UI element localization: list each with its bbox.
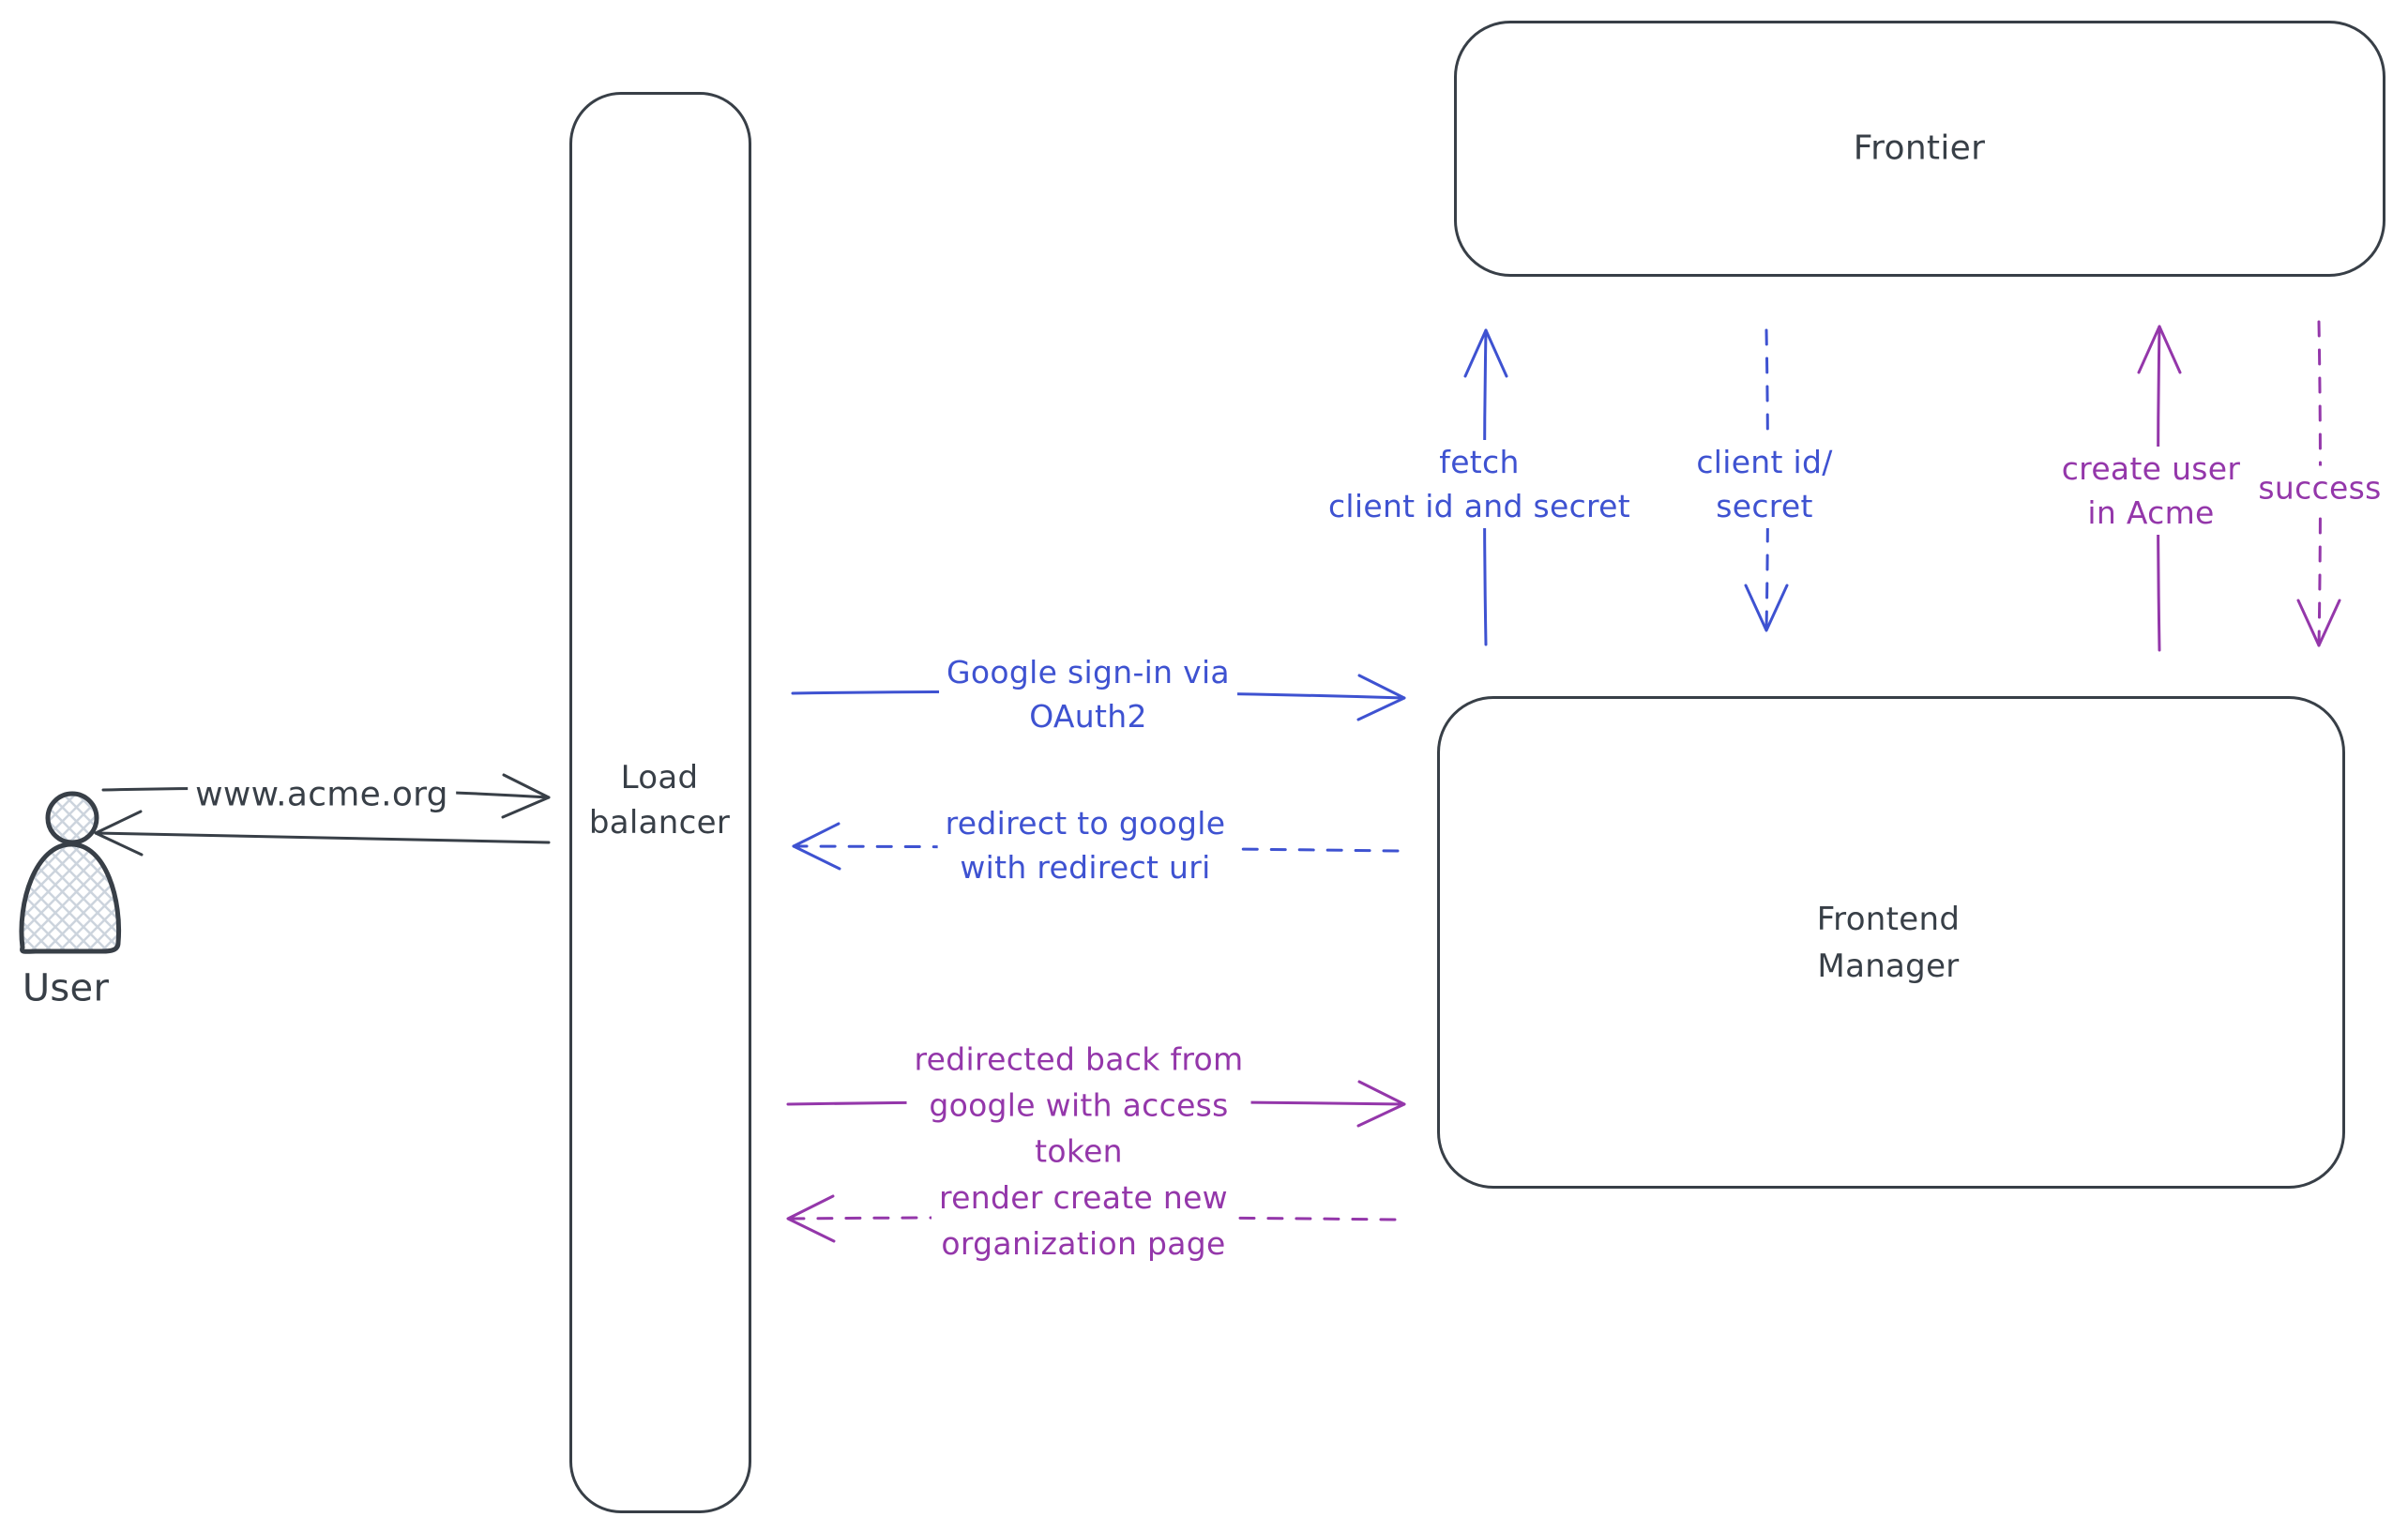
redirected-back-arrowhead	[1356, 1080, 1406, 1128]
fetch-client-label: fetch client id and secret	[1320, 440, 1639, 528]
create-user-label: create user in Acme	[2053, 447, 2249, 535]
success-label: success	[2250, 465, 2389, 510]
frontend-manager-label-line1: Frontend	[1816, 901, 1961, 938]
client-id-secret-label-line1: client id/	[1696, 444, 1833, 480]
render-org-page-arrow-line	[786, 1216, 1397, 1221]
create-user-arrowhead	[2137, 325, 2182, 374]
create-user-label-line1: create user	[2061, 450, 2241, 487]
render-org-page-label-line1: render create new	[939, 1179, 1228, 1216]
redirect-google-arrowhead	[792, 822, 841, 871]
user-body	[19, 842, 122, 954]
frontend-manager-label: Frontend Manager	[1817, 896, 1960, 990]
google-signin-label: Google sign-in via OAuth2	[939, 650, 1237, 738]
redirect-google-arrow-line	[792, 844, 1400, 853]
google-signin-label-line2: OAuth2	[1029, 698, 1147, 735]
client-id-secret-label-line2: secret	[1716, 488, 1813, 524]
render-org-page-label: render create new organization page	[931, 1175, 1235, 1267]
client-id-secret-arrowhead	[1744, 584, 1789, 632]
render-org-page-arrowhead	[786, 1194, 836, 1243]
user-person-icon	[19, 791, 122, 954]
redirected-back-label-line1: redirected back from	[914, 1040, 1244, 1078]
fetch-client-label-line2: client id and secret	[1327, 488, 1631, 524]
load-balancer-label: Load balancer	[589, 755, 730, 845]
frontier-box	[1454, 21, 2385, 277]
redirected-back-label-line3: token	[1035, 1132, 1123, 1170]
redirect-google-label: redirect to google with redirect uri	[937, 801, 1234, 889]
lb-to-user-arrow-line	[94, 831, 551, 844]
load-balancer-box	[569, 92, 751, 1513]
user-head	[45, 791, 99, 845]
redirected-back-label-line2: google with access	[929, 1086, 1229, 1124]
fetch-client-arrowhead	[1463, 328, 1508, 378]
frontier-label: Frontier	[1853, 129, 1986, 168]
frontend-manager-label-line2: Manager	[1817, 948, 1960, 985]
google-signin-arrowhead	[1356, 674, 1406, 721]
frontend-manager-box	[1437, 696, 2345, 1189]
acme-url-arrowhead	[501, 773, 551, 819]
user-label: User	[22, 966, 110, 1010]
redirect-google-label-line2: with redirect uri	[960, 849, 1211, 886]
load-balancer-label-line1: Load	[620, 759, 699, 796]
fetch-client-label-line1: fetch	[1439, 444, 1520, 480]
redirect-google-label-line1: redirect to google	[945, 805, 1226, 842]
load-balancer-label-line2: balancer	[588, 804, 731, 842]
render-org-page-label-line2: organization page	[941, 1225, 1226, 1262]
success-arrow-line	[2317, 320, 2322, 647]
success-arrowhead	[2296, 599, 2341, 647]
create-user-label-line2: in Acme	[2087, 494, 2215, 531]
lb-to-user-arrowhead	[94, 810, 144, 857]
redirected-back-label: redirected back from google with access …	[906, 1036, 1251, 1175]
client-id-secret-label: client id/ secret	[1689, 440, 1840, 528]
google-signin-label-line1: Google sign-in via	[947, 654, 1230, 690]
acme-url-label: www.acme.org	[188, 772, 456, 817]
